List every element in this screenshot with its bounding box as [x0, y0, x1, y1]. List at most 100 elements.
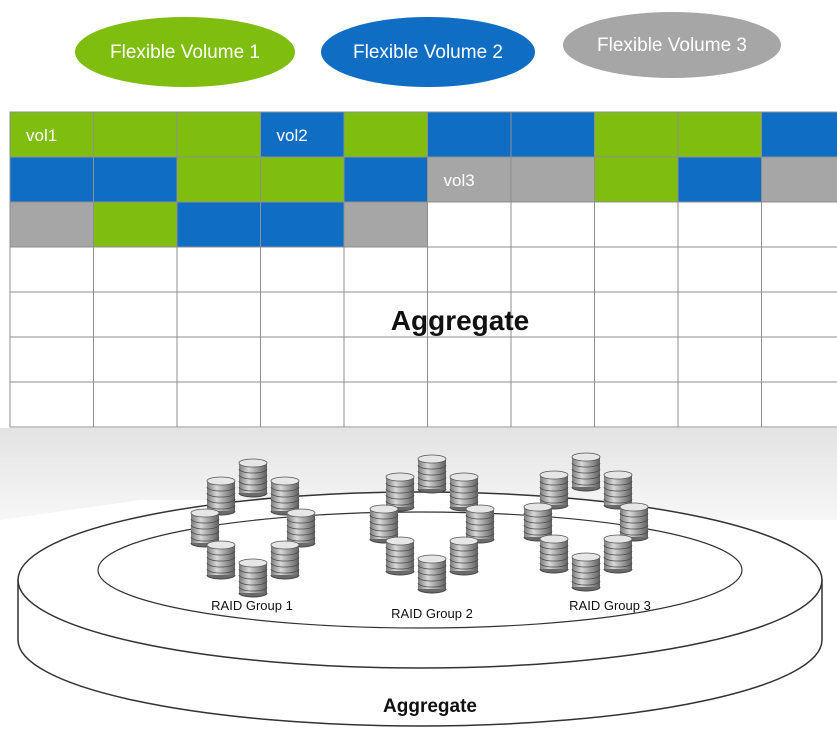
disk-band: [603, 562, 633, 568]
disk-top: [369, 504, 399, 514]
disk-band: [417, 476, 447, 482]
disk-bottom: [571, 486, 601, 492]
disk-band: [238, 480, 268, 486]
raid-group-2-label: RAID Group 2: [391, 606, 473, 621]
disk-band: [206, 486, 236, 492]
raid-group-1-disk-icon: [238, 558, 268, 598]
disk-band: [385, 546, 415, 552]
grid-cell-empty: [427, 246, 512, 293]
disk-band: [539, 562, 569, 568]
raid-group-1-disk-icon: [286, 508, 316, 548]
volume-2-label: Flexible Volume 2: [353, 42, 503, 63]
disk-top: [539, 470, 569, 480]
raid-group-2-disk-icon: [417, 454, 447, 494]
disk-band: [385, 558, 415, 564]
disk-bottom: [385, 570, 415, 576]
disk-band: [417, 576, 447, 582]
grid-cell-empty: [594, 336, 679, 383]
grid-cell-empty: [510, 336, 595, 383]
disk-band: [571, 568, 601, 574]
disk-band: [571, 468, 601, 474]
grid-cell-vol3: [510, 156, 595, 203]
volume-3-shape: [563, 12, 781, 78]
grid-cell-empty: [343, 381, 428, 428]
disk-top: [238, 458, 268, 468]
grid-cell-empty: [427, 291, 512, 338]
raid-group-3-disk-icon: [603, 534, 633, 574]
grid-cell-vol2: [260, 201, 345, 248]
disk-top: [190, 508, 220, 518]
disk-band: [385, 482, 415, 488]
grid-cell-empty: [9, 246, 94, 293]
disk-band: [190, 518, 220, 524]
disk-band: [385, 564, 415, 570]
grid-cell-empty: [510, 381, 595, 428]
grid-cell-empty: [9, 336, 94, 383]
grid-cell-vol1: [594, 156, 679, 203]
disk-band: [465, 520, 495, 526]
disk-band: [449, 546, 479, 552]
grid-cell-empty: [260, 291, 345, 338]
disk-band: [523, 512, 553, 518]
disk-band: [449, 482, 479, 488]
raid-group-1-label: RAID Group 1: [211, 598, 293, 613]
disk-band: [465, 526, 495, 532]
grid-cell-empty: [343, 336, 428, 383]
disk-band: [619, 524, 649, 530]
cell-label-vol1: vol1: [26, 126, 57, 145]
disk-band: [369, 520, 399, 526]
disk-band: [539, 556, 569, 562]
grid-cell-empty: [510, 246, 595, 293]
grid-cell-vol1: [594, 111, 679, 158]
grid-cell-vol1: [93, 111, 178, 158]
disk-band: [571, 580, 601, 586]
disk-band: [571, 462, 601, 468]
disk-band: [190, 530, 220, 536]
grid-cell-vol3: [9, 201, 94, 248]
disk-top: [286, 508, 316, 518]
raid-group-2-disk-icon: [449, 536, 479, 576]
volume-1-shape: [75, 17, 295, 87]
disk-band: [238, 468, 268, 474]
disk-band: [369, 514, 399, 520]
disk-band: [539, 550, 569, 556]
disk-band: [619, 512, 649, 518]
grid-cell-empty: [594, 291, 679, 338]
disk-top: [206, 540, 236, 550]
grid-cell-empty: [761, 246, 837, 293]
grid-cell-empty: [761, 336, 837, 383]
disk-bottom: [603, 568, 633, 574]
disk-band: [270, 568, 300, 574]
grid-cell-vol2: [761, 111, 837, 158]
grid-cell-vol2: [176, 201, 261, 248]
disk-bottom: [417, 588, 447, 594]
grid-cell-empty: [176, 381, 261, 428]
disk-band: [571, 480, 601, 486]
disk-band: [523, 524, 553, 530]
disk-band: [539, 544, 569, 550]
disk-band: [385, 488, 415, 494]
disk-band: [449, 488, 479, 494]
grid-cell-empty: [761, 201, 837, 248]
disk-band: [385, 500, 415, 506]
disk-band: [286, 536, 316, 542]
disk-band: [465, 532, 495, 538]
grid-cell-empty: [510, 291, 595, 338]
disk-band: [270, 556, 300, 562]
raid-group-2-disk-icon: [417, 554, 447, 594]
disk-top: [417, 554, 447, 564]
disk-band: [603, 486, 633, 492]
raid-group-3-disk-icon: [571, 552, 601, 592]
disk-top: [449, 536, 479, 546]
grid-cell-empty: [427, 336, 512, 383]
volume-1-label: Flexible Volume 1: [110, 42, 260, 63]
disk-band: [603, 550, 633, 556]
raid-group-3-disk-icon: [603, 470, 633, 510]
grid-cell-vol3: [343, 201, 428, 248]
disk-top: [603, 470, 633, 480]
grid-cell-vol2: [343, 156, 428, 203]
grid-cell-vol2: [510, 111, 595, 158]
disk-top: [385, 472, 415, 482]
grid-cell-vol1: [260, 156, 345, 203]
